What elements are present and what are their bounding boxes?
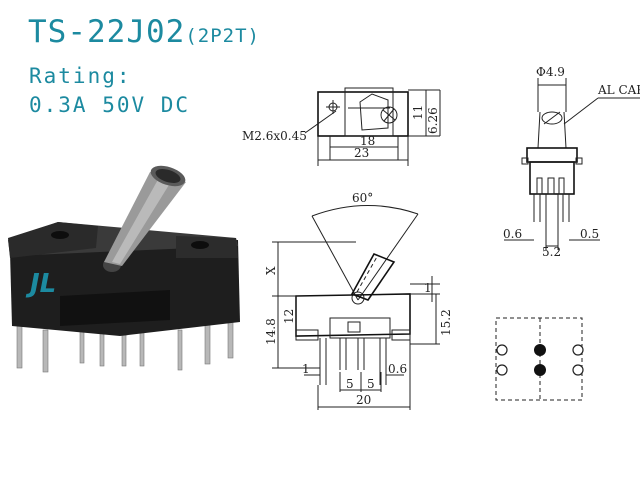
model-number: TS-22J02	[28, 14, 186, 50]
pad-a2	[496, 364, 508, 376]
dim-pin-right: 0.5	[580, 227, 599, 241]
dim-pin-thickness: 0.6	[388, 362, 407, 376]
pole-config: (2P2T)	[185, 25, 260, 47]
pcb-footprint	[495, 317, 584, 401]
pad-common-1	[534, 344, 546, 356]
rating-label: Rating:	[29, 64, 132, 88]
photo-pins	[16, 317, 234, 373]
brand-logo: JL	[25, 269, 56, 299]
dim-pitch-right: 5	[367, 377, 375, 391]
end-view-drawing: Φ4.9 AL CAP 0.6 0.5 5.2	[503, 65, 640, 259]
dim-overall-height: 14.8	[264, 318, 278, 345]
pad-a1	[496, 344, 508, 356]
switch-photo: JL	[8, 165, 240, 373]
rating-value: 0.3A 50V DC	[29, 93, 191, 117]
dim-pin-pitch: 5.2	[542, 245, 561, 259]
dim-top-step: 1	[424, 281, 432, 295]
thread-spec: M2.6x0.45	[242, 129, 307, 143]
dim-body-height: 12	[282, 309, 296, 324]
dim-mount-height: 15.2	[439, 309, 453, 336]
pad-b1	[572, 344, 584, 356]
cap-material-label: AL CAP	[597, 83, 640, 97]
dim-top-length: 23	[354, 146, 369, 160]
dim-pitch-left: 5	[346, 377, 354, 391]
dim-top-height: 11	[411, 105, 425, 120]
dim-top-offset: 6.26	[426, 107, 440, 134]
dim-hole-spacing: 18	[360, 134, 375, 148]
dim-cap-diameter: Φ4.9	[536, 65, 565, 79]
dim-travel-angle: 60°	[352, 191, 373, 205]
dim-lever-height: X	[264, 266, 278, 275]
top-view-drawing: 11 6.26 18 23 M2.6x0.45	[242, 87, 441, 166]
dim-pin-width: 1	[302, 362, 310, 376]
dim-pin-left: 0.6	[503, 227, 522, 241]
pad-common-2	[534, 364, 546, 376]
product-title: TS-22J02(2P2T)	[28, 14, 260, 50]
front-view-drawing: 60° X 14.8 12 1 15.2	[264, 191, 453, 410]
dim-overall-length: 20	[356, 393, 371, 407]
pad-b2	[572, 364, 584, 376]
